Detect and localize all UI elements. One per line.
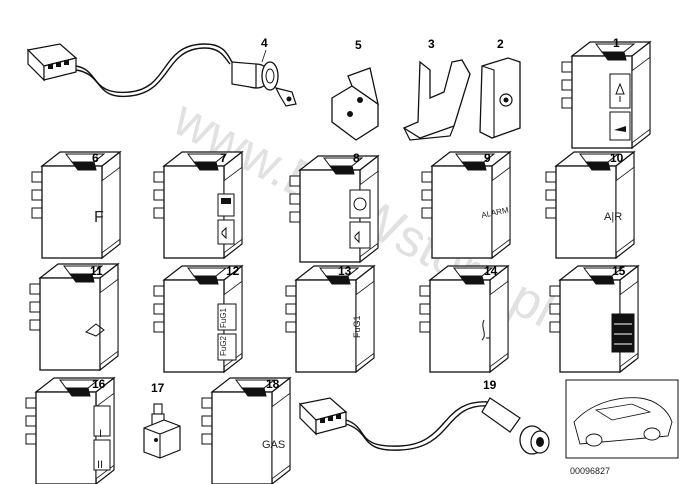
callout-12: 12 (226, 264, 240, 278)
part-11-switch (29, 263, 119, 371)
callout-8: 8 (353, 151, 360, 165)
callout-4: 4 (261, 36, 268, 50)
callout-14: 14 (484, 264, 498, 278)
part-12-switch (153, 265, 243, 373)
callout-6: 6 (92, 151, 99, 165)
callout-17: 17 (151, 381, 165, 395)
part-8-switch (289, 155, 379, 263)
part-1-switch (561, 41, 651, 149)
callout-9: 9 (484, 151, 491, 165)
callout-1: 1 (613, 36, 620, 50)
part-6-switch (31, 151, 121, 259)
part-5-bracket (331, 67, 379, 141)
part-9-switch (421, 151, 511, 259)
vehicle-thumbnail (565, 379, 679, 459)
callout-5: 5 (355, 38, 362, 52)
symbol-12-top: FuG1 (219, 307, 228, 328)
part-19-cable-lock (298, 397, 550, 455)
part-14-switch (419, 265, 509, 373)
callout-16: 16 (92, 377, 106, 391)
diagram-id: 00096827 (570, 466, 610, 476)
symbol-13: FuG1 (352, 315, 362, 338)
symbol-12-bottom: FuG2 (219, 335, 228, 356)
part-7-switch (153, 151, 243, 259)
part-10-switch (545, 151, 635, 259)
symbol-6: F (94, 209, 104, 226)
part-2-cover-plate (479, 57, 521, 139)
callout-13: 13 (338, 264, 352, 278)
callout-11: 11 (90, 264, 103, 278)
symbol-16-bottom: II (97, 459, 103, 471)
symbol-10: A|R (604, 211, 622, 223)
callout-10: 10 (610, 151, 624, 165)
symbol-18: GAS (262, 439, 285, 451)
part-4-cable-lock (26, 43, 297, 107)
part-17-bulb-holder (143, 403, 181, 459)
callout-19: 19 (483, 378, 497, 392)
part-3-angled-bracket (402, 59, 471, 141)
callout-18: 18 (266, 377, 280, 391)
callout-15: 15 (612, 264, 626, 278)
part-16-switch (25, 377, 115, 484)
callout-2: 2 (497, 37, 504, 51)
part-18-switch (201, 377, 291, 484)
callout-3: 3 (428, 37, 435, 51)
symbol-16-top: I (99, 428, 102, 440)
part-15-switch (549, 265, 639, 373)
callout-7: 7 (220, 151, 227, 165)
